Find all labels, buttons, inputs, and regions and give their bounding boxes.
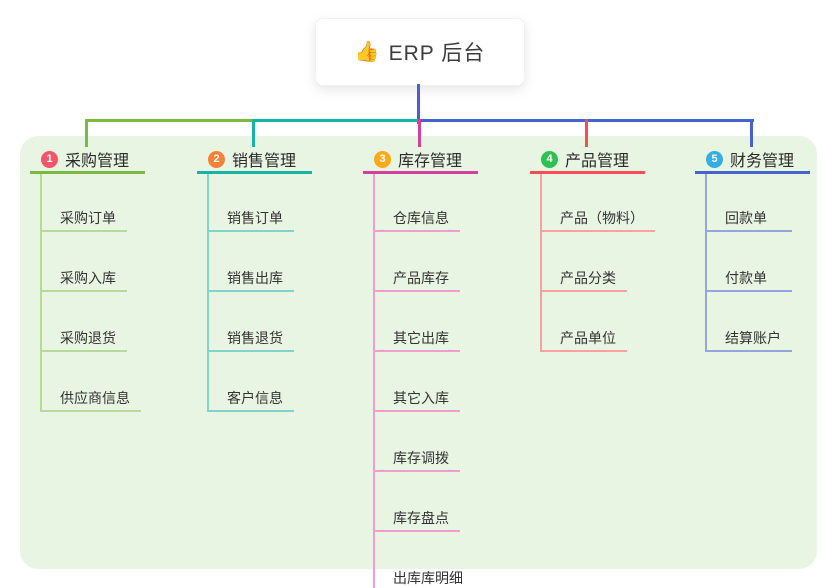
branch-title-4[interactable]: 4 产品管理 <box>530 147 645 174</box>
child-node[interactable]: 产品库存 <box>375 232 460 292</box>
child-node[interactable]: 客户信息 <box>209 352 294 412</box>
branch-财务管理: 5 财务管理回款单付款单结算账户 <box>695 147 810 352</box>
root-node-label: ERP 后台 <box>388 42 486 65</box>
child-node-label: 销售出库 <box>227 270 283 286</box>
branch-number-badge: 4 <box>541 150 558 168</box>
child-node[interactable]: 采购退货 <box>42 292 127 352</box>
branch-label: 销售管理 <box>232 153 297 170</box>
branch-title-3[interactable]: 3 库存管理 <box>363 147 478 174</box>
thumbs-up-icon: 👍 <box>354 41 380 63</box>
child-node-label: 库存盘点 <box>393 510 449 526</box>
child-node-label: 库存调拨 <box>393 450 449 466</box>
child-node-label: 销售订单 <box>227 210 283 226</box>
child-node[interactable]: 产品分类 <box>542 232 627 292</box>
child-node-label: 回款单 <box>725 210 767 226</box>
child-node-label: 采购退货 <box>60 330 116 346</box>
branch-number-badge: 1 <box>41 150 58 168</box>
child-node[interactable]: 销售退货 <box>209 292 294 352</box>
child-node[interactable]: 出库库明细 <box>375 532 474 588</box>
branch-drop-line-5 <box>750 119 753 147</box>
child-node-label: 其它入库 <box>393 390 449 406</box>
branch-drop-line-1 <box>85 119 88 147</box>
branch-drop-line-2 <box>252 119 255 147</box>
branch-drop-line-3 <box>418 119 421 147</box>
child-node-label: 采购订单 <box>60 210 116 226</box>
child-node-label: 产品单位 <box>560 330 616 346</box>
child-node-label: 结算账户 <box>725 330 781 346</box>
branch-库存管理: 3 库存管理仓库信息产品库存其它出库其它入库库存调拨库存盘点出库库明细 <box>363 147 478 588</box>
branch-label: 产品管理 <box>565 153 630 170</box>
branch-children: 仓库信息产品库存其它出库其它入库库存调拨库存盘点出库库明细 <box>373 174 478 588</box>
child-node[interactable]: 采购入库 <box>42 232 127 292</box>
child-node[interactable]: 结算账户 <box>707 292 792 352</box>
branch-产品管理: 4 产品管理产品（物料） 产品分类产品单位 <box>530 147 655 352</box>
child-node-label: 产品库存 <box>393 270 449 286</box>
branch-采购管理: 1 采购管理采购订单采购入库采购退货供应商信息 <box>30 147 145 412</box>
branch-children: 采购订单采购入库采购退货供应商信息 <box>40 174 145 412</box>
child-node-label: 产品（物料） <box>560 210 644 226</box>
child-node[interactable]: 库存调拨 <box>375 412 460 472</box>
child-node[interactable]: 付款单 <box>707 232 792 292</box>
child-node[interactable]: 销售订单 <box>209 174 294 232</box>
child-node-label: 仓库信息 <box>393 210 449 226</box>
child-node-label: 付款单 <box>725 270 767 286</box>
branch-label: 财务管理 <box>730 153 795 170</box>
child-node[interactable]: 产品（物料） <box>542 174 655 232</box>
child-node[interactable]: 产品单位 <box>542 292 627 352</box>
branch-children: 产品（物料） 产品分类产品单位 <box>540 174 655 352</box>
child-node[interactable]: 其它出库 <box>375 292 460 352</box>
child-node-label: 出库库明细 <box>393 570 463 586</box>
branch-title-2[interactable]: 2 销售管理 <box>197 147 312 174</box>
child-node[interactable]: 销售出库 <box>209 232 294 292</box>
branch-number-badge: 2 <box>208 150 225 168</box>
branch-children: 销售订单销售出库销售退货客户信息 <box>207 174 312 412</box>
branch-children: 回款单付款单结算账户 <box>705 174 810 352</box>
branch-销售管理: 2 销售管理销售订单销售出库销售退货客户信息 <box>197 147 312 412</box>
branch-label: 库存管理 <box>398 153 463 170</box>
child-node[interactable]: 仓库信息 <box>375 174 460 232</box>
bus-line-left <box>86 119 253 122</box>
child-node[interactable]: 采购订单 <box>42 174 127 232</box>
child-node[interactable]: 库存盘点 <box>375 472 460 532</box>
branches-panel <box>20 136 817 569</box>
child-node[interactable]: 其它入库 <box>375 352 460 412</box>
root-node[interactable]: 👍 ERP 后台 <box>315 18 525 86</box>
child-node-label: 产品分类 <box>560 270 616 286</box>
branch-drop-line-4 <box>585 119 588 147</box>
branch-title-1[interactable]: 1 采购管理 <box>30 147 145 174</box>
child-node[interactable]: 供应商信息 <box>42 352 141 412</box>
root-stem-line <box>417 84 420 124</box>
branch-number-badge: 5 <box>706 150 723 168</box>
branch-title-5[interactable]: 5 财务管理 <box>695 147 810 174</box>
child-node-label: 客户信息 <box>227 390 283 406</box>
child-node-label: 其它出库 <box>393 330 449 346</box>
child-node-label: 采购入库 <box>60 270 116 286</box>
child-node[interactable]: 回款单 <box>707 174 792 232</box>
bus-line-mid <box>253 119 418 122</box>
child-node-label: 销售退货 <box>227 330 283 346</box>
branch-number-badge: 3 <box>374 150 391 168</box>
child-node-label: 供应商信息 <box>60 390 130 406</box>
branch-label: 采购管理 <box>65 153 130 170</box>
